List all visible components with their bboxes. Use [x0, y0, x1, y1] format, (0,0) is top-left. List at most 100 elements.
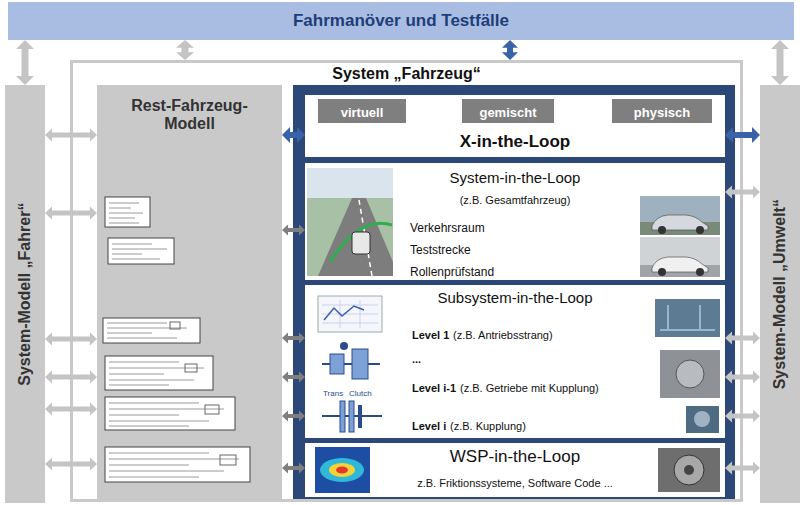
double-arrow: [771, 40, 789, 85]
clutch-schematic: [322, 401, 382, 432]
roller-dyno-photo: [640, 237, 720, 277]
text-holder: gemischt: [462, 103, 554, 121]
double-arrow: [282, 333, 305, 344]
drivetrain-schematic: [322, 300, 378, 328]
vehicle-system-frame: System „Fahrzeug“Rest-Fahrzeug-ModellX-i…: [70, 60, 743, 502]
clutch-schematic: [349, 401, 354, 432]
xil-box: X-in-the-Loop virtuell gemischt physisch: [305, 95, 725, 157]
model-thumbnail: [205, 405, 219, 414]
road-scene-image: [352, 232, 370, 254]
mode-tab: physisch: [612, 99, 712, 123]
double-arrow: [16, 40, 34, 85]
model-thumbnail: [108, 238, 174, 264]
label-text: Clutch: [349, 389, 372, 398]
text-holder: X-in-the-Loop: [305, 132, 725, 152]
text-holder: Clutch: [349, 382, 372, 400]
double-arrow: [725, 332, 760, 345]
label-text: System-Modell „Fahrer“: [16, 203, 34, 386]
test-bench-photo: [694, 411, 710, 427]
model-thumbnail: [109, 362, 204, 385]
test-bench-photo: [686, 406, 719, 433]
label-text: System-in-the-Loop: [450, 169, 581, 186]
model-thumbnail: [170, 322, 180, 329]
model-thumbnail: [185, 364, 197, 372]
text-holder: physisch: [612, 103, 712, 121]
vehicle-photo: [640, 196, 720, 235]
model-thumbnail: [107, 323, 187, 338]
text-holder: Level 1: [412, 325, 449, 343]
label-text: Teststrecke: [410, 244, 471, 258]
roller-dyno-photo: [640, 237, 720, 277]
double-arrow: [725, 410, 760, 423]
road-scene-image: [307, 168, 393, 276]
test-bench-photo: [676, 360, 704, 388]
model-thumbnail: [112, 244, 167, 259]
double-arrow: [502, 40, 518, 60]
label-text: physisch: [634, 106, 690, 121]
text-holder: System „Fahrzeug“: [73, 65, 740, 83]
gearbox-clutch-schematic: [340, 342, 348, 350]
test-bench-photo: [655, 299, 720, 433]
road-scene-image: [318, 198, 393, 276]
drivetrain-schematic: [324, 306, 364, 320]
double-arrow: [45, 371, 97, 384]
text-holder: Rest-Fahrzeug-Modell: [97, 97, 282, 134]
label-text: Subsystem-in-the-Loop: [437, 289, 592, 306]
text-holder: ...: [412, 349, 421, 367]
label-text: z.B. Friktionssysteme, Software Code ...: [417, 477, 613, 490]
text-holder: Verkehrsraum: [410, 218, 485, 236]
double-arrow: [282, 411, 305, 422]
label-text: (z.B. Antriebsstrang): [453, 329, 553, 342]
test-bench-photo: [660, 350, 720, 398]
label-text: Fahrmanöver und Testfälle: [293, 11, 509, 31]
friction-test-photo: [684, 465, 694, 475]
gearbox-clutch-schematic: [352, 349, 368, 379]
label-text: virtuell: [341, 106, 384, 121]
roller-dyno-photo: [658, 268, 666, 276]
text-holder: (z.B. Antriebsstrang): [453, 325, 553, 343]
double-arrow: [725, 462, 760, 475]
text-holder: System-Modell „Umwelt“: [771, 199, 789, 389]
test-bench-photo: [660, 305, 715, 330]
text-holder: Trans: [323, 382, 343, 400]
mode-tab: virtuell: [318, 99, 406, 123]
label-text: System „Fahrzeug“: [332, 65, 480, 83]
text-holder: (z.B. Kupplung): [450, 416, 526, 434]
friction-test-photo: [658, 448, 720, 492]
label-text: WSP-in-the-Loop: [450, 447, 580, 467]
double-arrow: [282, 225, 305, 236]
label-text: gemischt: [479, 106, 536, 121]
friction-heatmap: [320, 458, 364, 482]
model-thumbnail: [105, 447, 250, 482]
double-arrow: [282, 127, 305, 143]
mode-tab: gemischt: [462, 99, 554, 123]
label-text: System-Modell „Umwelt“: [771, 199, 789, 389]
vehicle-panel: [293, 85, 735, 500]
model-thumbnail: [105, 197, 150, 227]
gearbox-clutch-schematic: [322, 342, 380, 379]
double-arrow: [725, 371, 760, 384]
text-holder: System-Modell „Fahrer“: [16, 203, 34, 386]
clutch-schematic: [358, 405, 362, 428]
model-thumbnail: [105, 356, 213, 390]
double-arrow: [725, 127, 760, 143]
label-text: Verkehrsraum: [410, 222, 485, 236]
road-scene-image: [330, 223, 392, 262]
text-holder: Fahrmanöver und Testfälle: [8, 11, 794, 31]
text-holder: virtuell: [318, 103, 406, 121]
friction-heatmap: [315, 447, 370, 493]
label-text: Rest-Fahrzeug-Modell: [115, 97, 265, 134]
double-arrow: [45, 129, 97, 142]
friction-heatmap: [336, 467, 348, 474]
double-arrow: [176, 40, 194, 60]
drivetrain-schematic: [318, 296, 382, 332]
double-arrow: [45, 333, 97, 346]
double-arrow: [725, 186, 760, 199]
double-arrow: [45, 403, 97, 416]
environment-model-bar: System-Modell „Umwelt“: [760, 85, 800, 503]
vehicle-photo: [658, 226, 666, 234]
rest-vehicle-panel: Rest-Fahrzeug-Modell: [97, 85, 282, 500]
model-thumbnail: [109, 453, 239, 477]
double-arrow: [282, 463, 305, 474]
